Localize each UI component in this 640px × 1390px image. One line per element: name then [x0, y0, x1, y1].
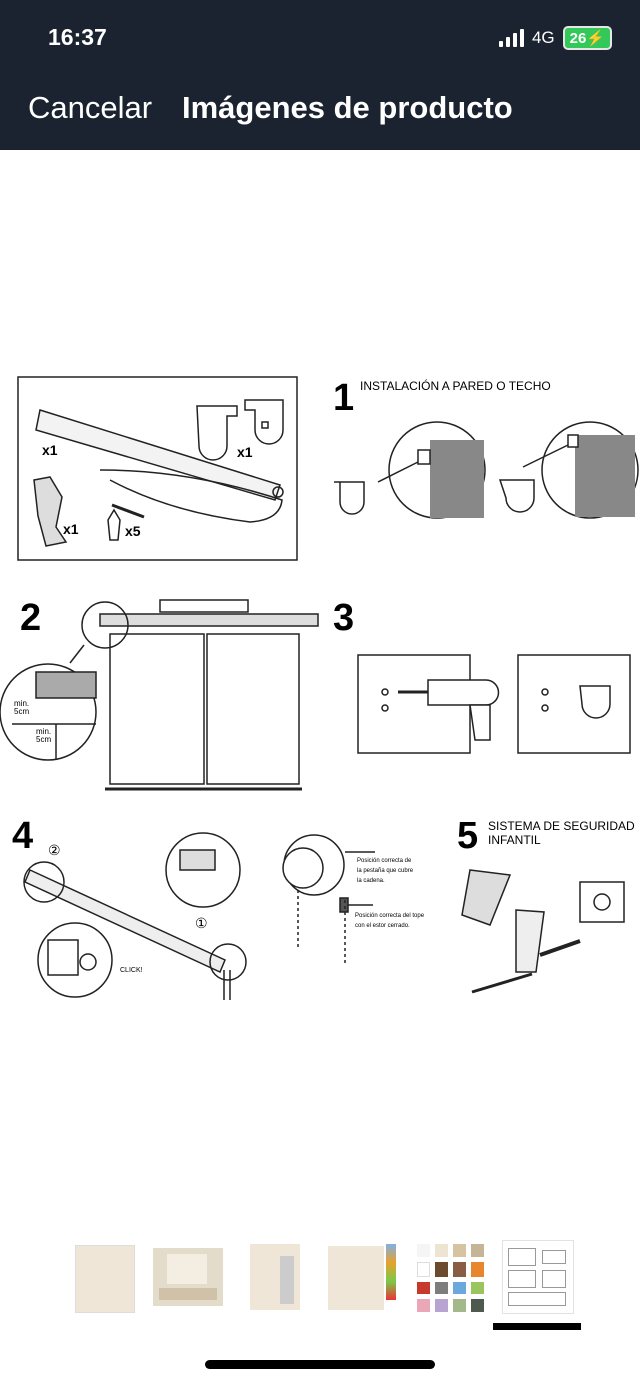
guide-qty: x1 — [63, 521, 79, 537]
min-label-a1: min. — [14, 699, 29, 708]
signal-icon — [498, 29, 524, 47]
thumbnail-blind-side[interactable] — [250, 1240, 320, 1312]
note1-line1: Posición correcta de — [357, 858, 412, 864]
home-indicator[interactable] — [205, 1360, 435, 1369]
step1-number: 1 — [333, 377, 354, 419]
battery-icon: 26⚡ — [562, 26, 612, 50]
step3-number: 3 — [333, 597, 354, 639]
product-image-viewer[interactable]: x1 x1 x1 x5 1 INSTALACIÓN A PARED O TECH… — [0, 150, 640, 1385]
step5-text-line1: SISTEMA DE SEGURIDAD — [488, 819, 635, 833]
step5-illustration — [461, 869, 625, 994]
min-label-a2: 5cm — [14, 707, 29, 716]
thumbnail-color-swatches[interactable] — [415, 1240, 485, 1312]
thumbnail-roller-blind[interactable] — [75, 1240, 145, 1313]
step4-number: 4 — [12, 815, 33, 857]
top-bar: 16:37 4G 26⚡ Cancelar Imágenes de produc… — [0, 0, 640, 150]
step4-circle-2: ② — [48, 842, 61, 858]
thumbnail-selected-indicator — [493, 1323, 581, 1330]
brackets-qty: x1 — [237, 444, 253, 460]
instruction-sheet: x1 x1 x1 x5 1 INSTALACIÓN A PARED O TECH… — [0, 376, 639, 1000]
status-time: 16:37 — [48, 24, 107, 50]
step2-number: 2 — [20, 597, 41, 639]
step1-text: INSTALACIÓN A PARED O TECHO — [360, 378, 551, 393]
step1-illustration — [334, 421, 639, 519]
thumbnail-instructions[interactable] — [502, 1240, 574, 1314]
min-label-b2: 5cm — [36, 735, 51, 744]
step4-illustration — [23, 832, 375, 1000]
step5-text-line2: INFANTIL — [488, 833, 541, 847]
step3-illustration — [357, 654, 631, 754]
page-title: Imágenes de producto — [182, 90, 513, 125]
step4-circle-1: ① — [195, 915, 208, 931]
status-icons: 4G 26⚡ — [498, 26, 612, 50]
click-label: CLICK! — [120, 967, 143, 974]
parts-box — [17, 376, 298, 561]
thumbnail-strip — [70, 1240, 590, 1330]
min-label-b1: min. — [36, 727, 51, 736]
note2-line1: Posición correcta del tope — [355, 913, 425, 919]
thumbnail-blind-front[interactable] — [328, 1240, 398, 1312]
battery-level: 26 — [569, 30, 587, 47]
network-type: 4G — [531, 28, 555, 47]
note1-line3: la cadena. — [357, 878, 385, 884]
rail-qty: x1 — [42, 442, 58, 458]
step5-number: 5 — [457, 815, 478, 857]
note1-line2: la pestaña que cubre — [357, 868, 414, 874]
cancel-button[interactable]: Cancelar — [28, 90, 153, 125]
step2-illustration — [0, 599, 319, 791]
note2-line2: con el estor cerrado. — [355, 923, 410, 929]
screws-qty: x5 — [125, 523, 141, 539]
thumbnail-living-room[interactable] — [153, 1240, 223, 1312]
